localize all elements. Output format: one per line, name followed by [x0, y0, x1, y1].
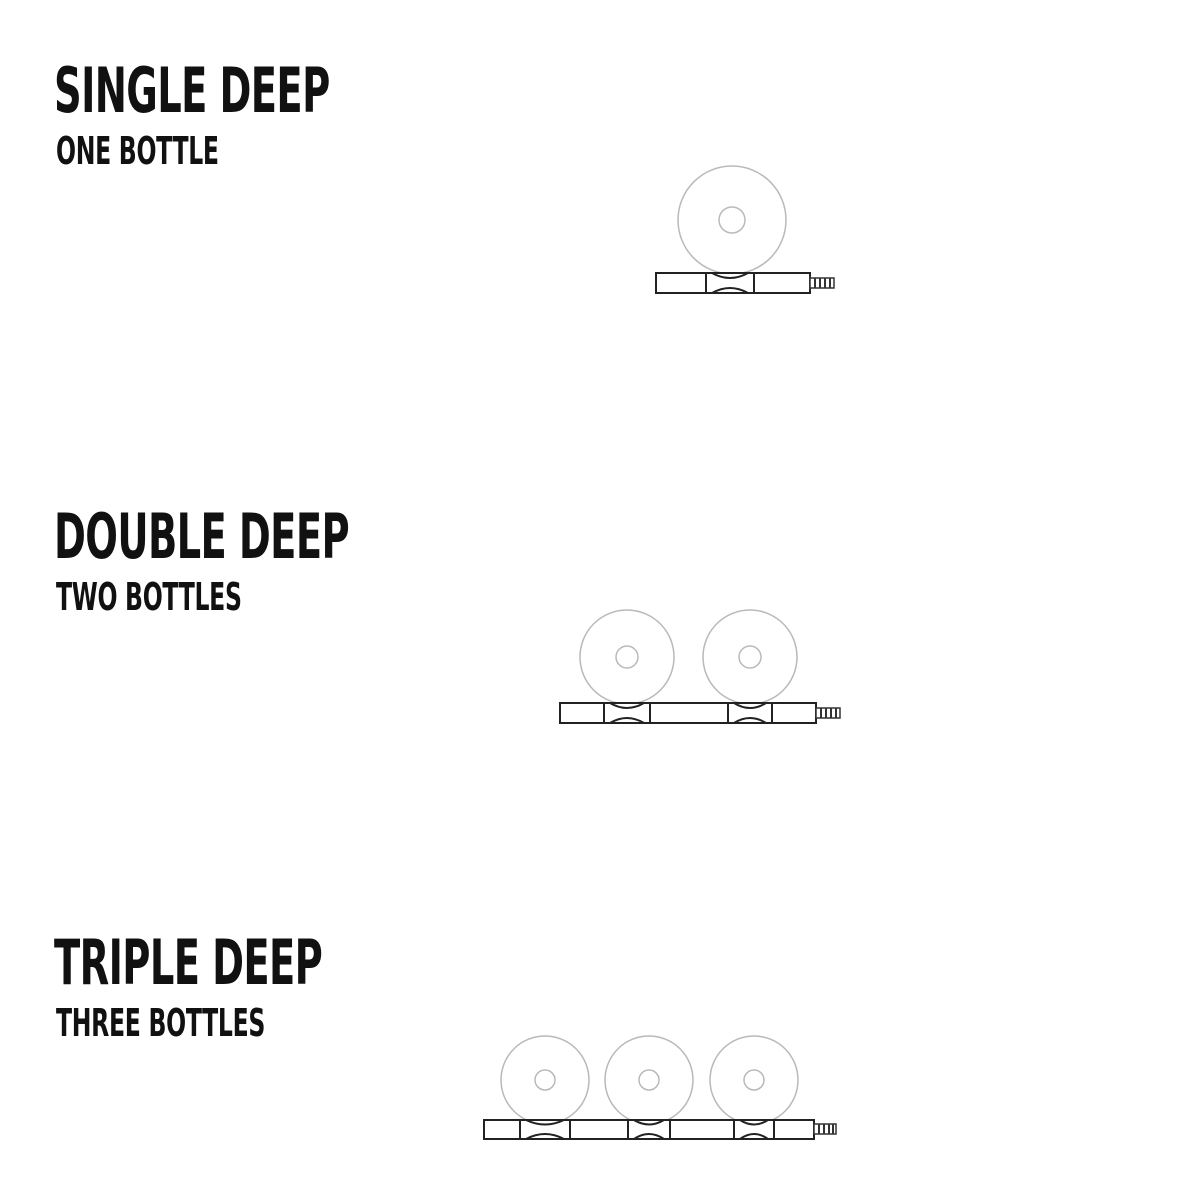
section-subtitle: ONE BOTTLE	[56, 129, 219, 173]
rack-rod	[559, 702, 817, 724]
bottle-neck	[743, 1069, 765, 1091]
bottle-cradle	[603, 702, 651, 724]
bottle-cradle	[727, 702, 773, 724]
bottle-cradle	[627, 1119, 671, 1140]
bottle-cradle	[705, 272, 755, 294]
threaded-end	[815, 707, 841, 719]
bottle-neck	[718, 206, 746, 234]
rack-double-deep	[559, 609, 841, 724]
section-title: DOUBLE DEEP	[54, 500, 350, 573]
section-title: TRIPLE DEEP	[54, 926, 323, 999]
bottle-neck	[638, 1069, 660, 1091]
bottle-neck	[738, 645, 762, 669]
bottle-cradle	[519, 1119, 571, 1140]
rack-single-deep	[655, 165, 835, 294]
bottle-cradle	[733, 1119, 775, 1140]
threaded-end	[813, 1123, 837, 1135]
section-title: SINGLE DEEP	[54, 54, 330, 127]
rack-triple-deep	[483, 1035, 837, 1140]
bottle-neck	[615, 645, 639, 669]
threaded-end	[809, 277, 835, 289]
bottle-neck	[534, 1069, 556, 1091]
section-subtitle: THREE BOTTLES	[56, 1001, 266, 1045]
section-subtitle: TWO BOTTLES	[56, 575, 242, 619]
